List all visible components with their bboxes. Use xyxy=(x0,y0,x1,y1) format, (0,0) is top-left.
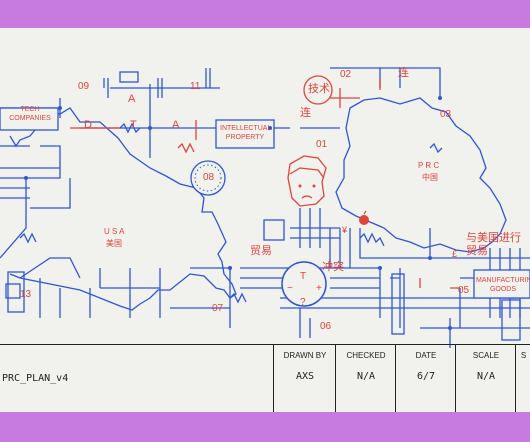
letter-a2: A xyxy=(172,119,180,131)
manufacturing-box xyxy=(473,269,530,299)
maoyi-label: 贸易 xyxy=(250,245,272,257)
drawn-by-cell: DRAWN BY AXS xyxy=(273,345,336,412)
node-07-label: 07 xyxy=(212,303,224,314)
ip-label: INTELLECTUAL PROPERTY xyxy=(220,125,272,141)
node-03-label: 03 xyxy=(440,109,452,120)
checked-value: N/A xyxy=(356,371,376,382)
node-02-label: 02 xyxy=(340,69,352,80)
scale-header: SCALE xyxy=(472,351,500,360)
usa-outline xyxy=(9,107,237,311)
face-icon xyxy=(287,155,327,207)
ip-box xyxy=(215,119,275,149)
checked-cell: CHECKED N/A xyxy=(335,345,396,412)
node-08-label: 08 xyxy=(203,172,215,183)
chongtu-label: 冲突 xyxy=(322,261,344,273)
gauge-icon xyxy=(281,261,327,307)
node-06-label: 06 xyxy=(320,321,332,332)
title-block: PRC_PLAN_v4 DRAWN BY AXS CHECKED N/A DAT… xyxy=(0,344,530,412)
apple-icon xyxy=(359,210,369,225)
date-cell: DATE 6/7 xyxy=(395,345,456,412)
meiguo-label: 美国 xyxy=(106,239,122,248)
tech-companies-box xyxy=(0,107,59,131)
circuit-diagram xyxy=(0,67,530,348)
pound-symbol: £ xyxy=(452,249,458,259)
node-01-label: 01 xyxy=(316,139,328,150)
prc-label: P R C xyxy=(418,161,440,170)
scale-cell: SCALE N/A xyxy=(455,345,516,412)
letter-d: D xyxy=(84,119,92,131)
lian-label-2: 连 xyxy=(300,107,311,119)
china-outline xyxy=(335,97,507,253)
sheet-cell: S xyxy=(515,345,530,412)
node-05-label: 05 xyxy=(458,285,470,296)
node-09-label: 09 xyxy=(78,81,90,92)
drawing-title: PRC_PLAN_v4 xyxy=(2,373,69,384)
node-13-label: 13 xyxy=(20,289,32,300)
yen-symbol: ¥ xyxy=(342,225,348,235)
date-value: 6/7 xyxy=(416,371,436,382)
blueprint-poster: 09 11 02 03 01 08 13 07 06 05 TECH COMPA… xyxy=(0,28,530,412)
badge-circle xyxy=(303,75,333,105)
gauge-plus: + xyxy=(316,283,322,294)
usa-label: U S A xyxy=(104,227,125,236)
zhongguo-label: 中国 xyxy=(422,173,438,182)
checked-header: CHECKED xyxy=(346,351,386,360)
question-mark: ? xyxy=(300,297,306,308)
scale-value: N/A xyxy=(476,371,496,382)
sheet-header: S xyxy=(520,351,527,360)
drawn-by-value: AXS xyxy=(295,371,315,382)
drawn-by-header: DRAWN BY xyxy=(283,351,327,360)
trade-with-us-label: 与美国进行贸易 xyxy=(466,232,521,257)
lian-label-1: 连 xyxy=(398,67,409,79)
date-header: DATE xyxy=(415,351,437,360)
node-11-label: 11 xyxy=(190,81,201,92)
clock-icon xyxy=(190,160,226,196)
letter-t: T xyxy=(130,119,137,131)
tech-companies-label: TECH COMPANIES xyxy=(9,106,51,122)
gauge-t-label: T xyxy=(300,271,307,282)
jishu-label: 技术 xyxy=(308,83,330,95)
letter-a1: A xyxy=(128,93,136,105)
gauge-minus: − xyxy=(287,283,293,294)
